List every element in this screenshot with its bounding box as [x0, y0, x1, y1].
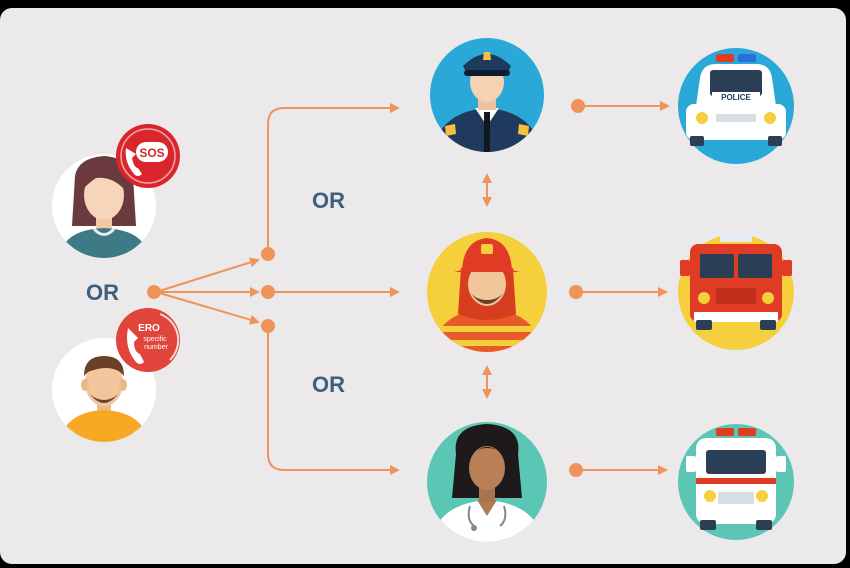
fire-truck-icon [678, 232, 794, 350]
police-car-icon: POLICE [678, 48, 794, 164]
arrow-to-medical-branch [155, 291, 260, 325]
doctor-icon [427, 422, 547, 542]
ero-badge-line3: number [144, 344, 168, 351]
arrow-to-police-branch [155, 257, 260, 293]
diagram-panel: SOS ERO specific number [0, 8, 846, 564]
or-label-upper: OR [312, 188, 345, 213]
or-label-callers: OR [86, 280, 119, 305]
arrow-branch-medical [267, 326, 400, 475]
sos-badge-text: SOS [139, 146, 164, 160]
ambulance-icon [678, 424, 794, 540]
police-output-dot [571, 99, 585, 113]
origin-dot [147, 285, 161, 299]
connector-lines [155, 101, 670, 475]
emergency-call-flow-diagram: SOS ERO specific number [52, 38, 794, 542]
branch-dot-police [261, 247, 275, 261]
arrow-branch-police [267, 103, 400, 254]
police-officer-icon [430, 38, 544, 152]
ero-phone-badge-icon: ERO specific number [116, 308, 180, 372]
connector-dots [147, 99, 585, 477]
ero-badge-line1: ERO [138, 323, 160, 334]
medical-output-dot [569, 463, 583, 477]
sos-phone-badge-icon: SOS [116, 124, 180, 188]
fire-output-dot [569, 285, 583, 299]
firefighter-icon [427, 232, 547, 352]
branch-dot-fire [261, 285, 275, 299]
ero-badge-line2: specific [143, 336, 167, 343]
police-car-sign: POLICE [721, 93, 751, 102]
or-label-lower: OR [312, 372, 345, 397]
branch-dot-medical [261, 319, 275, 333]
